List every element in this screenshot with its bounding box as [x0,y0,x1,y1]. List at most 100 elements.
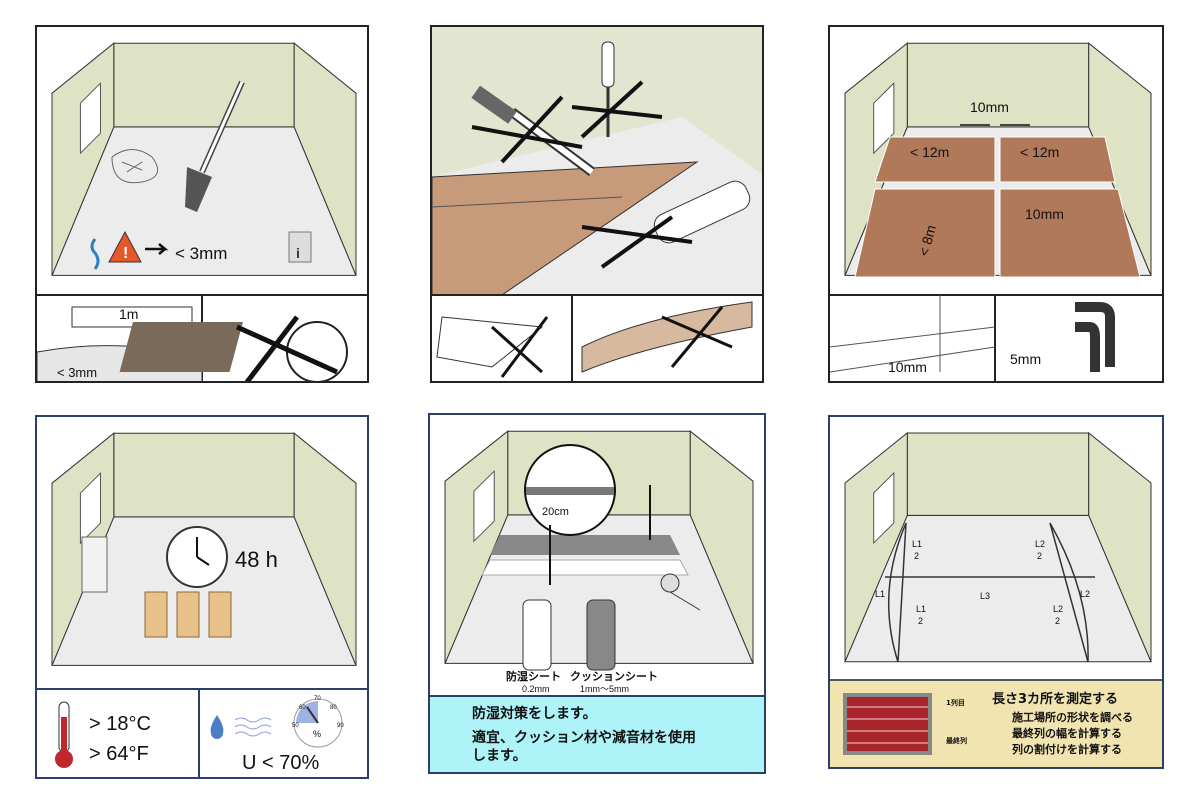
room-surface [1088,42,1152,276]
instruction-line: 防湿対策をします。 [472,706,597,722]
sheet2-thickness: 1mm〜5mm [580,684,629,694]
l1-label: L1 [875,589,885,599]
temp-celsius: > 18°C [89,713,151,735]
joint-gap-label: 10mm [970,99,1009,115]
room-surface [293,42,357,276]
room-illustration: 10mm < 12m < 12m 10mm < 8m 10mm 5mm [830,42,1162,381]
l3-label: L3 [980,591,990,601]
rolled-sheet [660,573,701,611]
cross-marks [471,80,693,269]
l2-label: L2 [1080,589,1090,599]
width-label: < 8m [915,223,939,258]
svg-text:2: 2 [1037,551,1042,561]
length-label-2: < 12m [1020,144,1059,160]
svg-text:i: i [296,245,300,261]
l2-half-label: L2 [1035,539,1045,549]
step: 列の割付けを計算する [1012,742,1122,756]
glue-tube-icon [653,180,751,244]
svg-text:80: 80 [330,705,337,711]
underlay-layer [490,535,680,555]
cushion-sheet-roll [586,599,616,671]
panel-measure: L1 L1 2 L1 2 L3 L2 2 L2 2 L2 1列目 最終列 長さ3… [828,415,1164,769]
measure-lines [885,522,1095,663]
svg-text:90: 90 [337,723,344,729]
dust-pile [111,149,159,184]
clock-icon [166,526,228,588]
room-surface [1088,431,1152,662]
instruction-box: 防湿対策をします。 適宜、クッション材や減音材を使用 します。 [430,695,764,772]
moisture-icon [90,238,100,270]
humidity-label: U < 70% [242,752,319,774]
room-illustration: ! < 3mm i 1m < 3mm [37,42,367,381]
panel-no-nails-glue [430,25,764,383]
svg-text:L1: L1 [916,604,926,614]
water-drop-icon [210,715,224,739]
window [79,471,101,545]
room-illustration: 48 h > 18°C > 64°F 50 60 70 80 90 % U < … [37,432,367,777]
room-illustration: L1 L1 2 L1 2 L3 L2 2 L2 2 L2 [844,431,1152,663]
window [79,81,101,155]
info-icon: i [288,231,312,263]
first-row-label: 1列目 [946,698,965,707]
flooring-boxes [144,591,232,638]
ruler-label: 1m [119,306,138,322]
window [873,471,895,545]
broom-icon [185,80,245,212]
cross-mark [235,315,339,381]
time-label: 48 h [235,547,278,572]
svg-text:L2: L2 [1053,604,1063,614]
svg-text:2: 2 [918,616,923,626]
edge-gap-label: 10mm [1025,206,1064,222]
temp-fahrenheit: > 64°F [89,743,149,765]
svg-text:2: 2 [914,551,919,561]
moisture-sheet-roll [522,599,552,671]
gap-label: < 3mm [175,244,227,263]
measure-title: 長さ3カ所を測定する [992,691,1118,707]
pipe-gap-label: 5mm [1010,351,1041,367]
room-surface [113,432,295,518]
rug [119,322,243,372]
warning-icon: ! [108,230,142,263]
ruler-gap-label: < 3mm [57,365,97,380]
thermometer-icon [55,701,73,768]
wall-gap-label: 10mm [888,359,927,375]
arrow-icon [145,243,169,255]
window [873,81,895,155]
floor-section [999,188,1141,278]
window [473,470,495,543]
step: 施工場所の形状を調べる [1012,710,1133,724]
sheet1-label: 防湿シート [506,669,561,683]
floor-section [999,136,1116,183]
humidity-waves-icon [234,717,272,737]
l1-half-label: L1 [912,539,922,549]
brick-layout-diagram: 1列目 最終列 長さ3カ所を測定する 施工場所の形状を調べる 最終列の幅を計算す… [843,691,1133,756]
overlap-label: 20cm [542,506,569,518]
step: 最終列の幅を計算する [1012,726,1122,740]
instruction-line: します。 [472,748,527,764]
hygrometer-gauge: 50 60 70 80 90 % [292,696,344,748]
svg-text:!: ! [123,245,128,262]
svg-text:70: 70 [314,696,321,702]
room-surface [113,42,295,128]
last-row-label: 最終列 [946,736,967,745]
board-plank [581,301,753,373]
sheet1-thickness: 0.2mm [522,684,550,694]
board-edge [436,316,544,368]
room-surface [689,430,754,664]
radiator [81,536,108,593]
room [844,431,1152,663]
pipe-icon [1075,302,1115,372]
room-surface [293,432,357,666]
panel-underlay: 20cm 防湿シート 0.2mm クッションシート 1mm〜5mm 防湿対策をし… [428,413,766,774]
svg-text:2: 2 [1055,616,1060,626]
instruction-line: 適宜、クッション材や減音材を使用 [472,730,696,746]
panel-acclimatize: 48 h > 18°C > 64°F 50 60 70 80 90 % U < … [35,415,369,779]
floor-section [854,188,996,278]
panel-clean-floor: ! < 3mm i 1m < 3mm [35,25,369,383]
floor-section [874,136,996,183]
room-illustration: 20cm 防湿シート 0.2mm クッションシート 1mm〜5mm [444,430,754,694]
floating-floor-illustration [432,27,762,381]
length-label-1: < 12m [910,144,949,160]
panel-expansion-gaps: 10mm < 12m < 12m 10mm < 8m 10mm 5mm [828,25,1164,383]
svg-text:60: 60 [299,705,306,711]
